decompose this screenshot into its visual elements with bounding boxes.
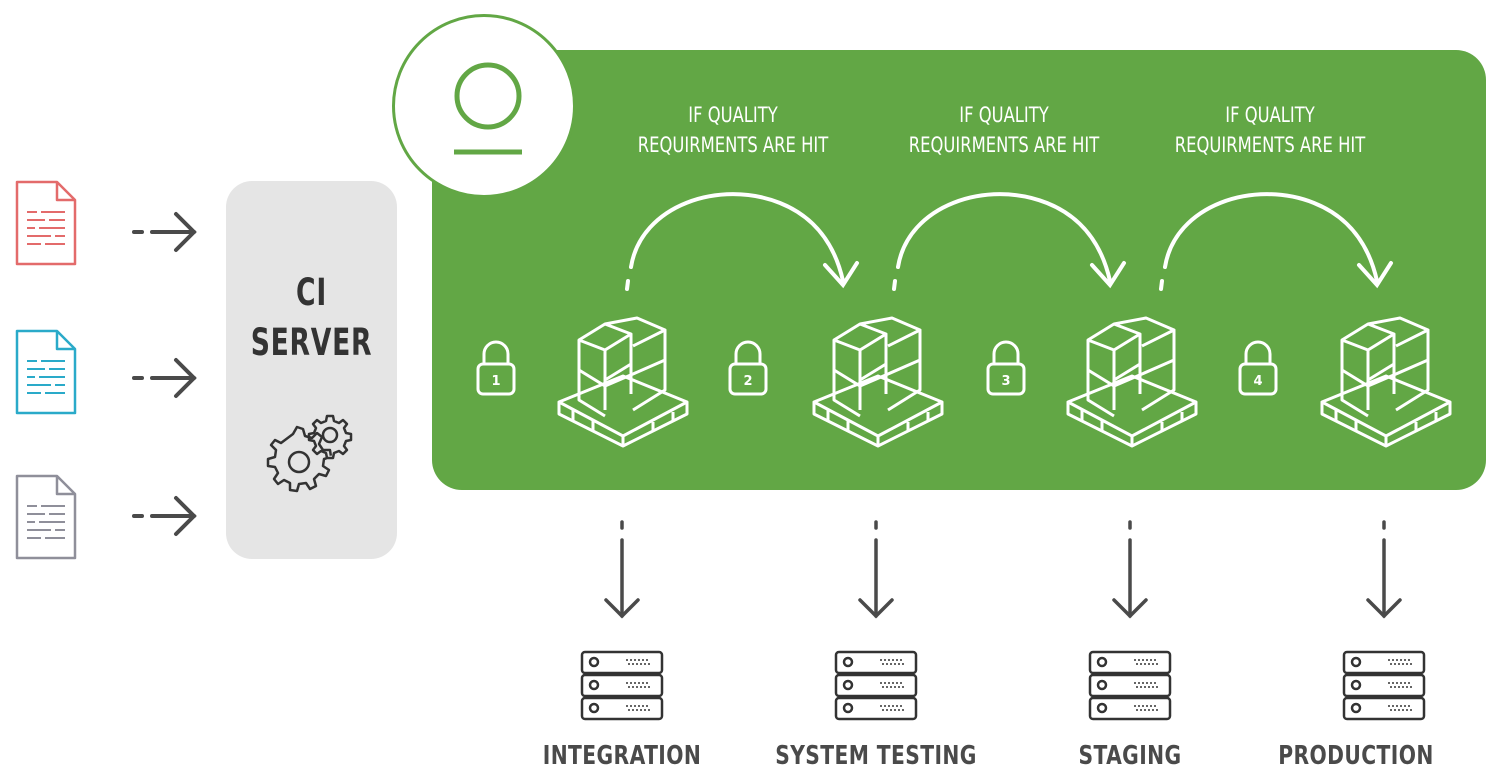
package-pallet-icon-3 — [1066, 316, 1198, 448]
quality-gate-label-2-line1: IF QUALITY — [959, 103, 1049, 127]
deploy-arrow-3 — [1112, 520, 1148, 619]
lock-icon-3: 3 — [986, 340, 1026, 396]
server-icon-system-testing — [834, 650, 918, 721]
file-to-ci-arrow-3 — [132, 496, 197, 536]
source-file-red-icon — [15, 180, 77, 266]
lock-icon-4: 4 — [1238, 340, 1278, 396]
quality-gate-label-1: IF QUALITY REQUIRMENTS ARE HIT — [632, 100, 835, 160]
lock-number-3: 3 — [1001, 374, 1010, 389]
file-to-ci-arrow-1 — [132, 212, 197, 252]
quality-gate-label-2-line2: REQUIRMENTS ARE HIT — [908, 133, 1100, 157]
promotion-arrow-1 — [625, 192, 859, 291]
promotion-arrow-2 — [892, 192, 1126, 291]
lock-icon-1: 1 — [476, 340, 516, 396]
ci-server-title: CI SERVER — [250, 268, 373, 368]
package-pallet-icon-2 — [812, 316, 944, 448]
quality-gate-label-3-line1: IF QUALITY — [1225, 103, 1315, 127]
quality-gate-label-1-line1: IF QUALITY — [688, 103, 778, 127]
lock-icon-2: 2 — [728, 340, 768, 396]
env-label-system-testing: SYSTEM TESTING — [775, 741, 977, 771]
logo-badge — [392, 14, 576, 198]
file-to-ci-arrow-2 — [132, 358, 197, 398]
env-label-integration: INTEGRATION — [542, 741, 702, 771]
server-icon-production — [1342, 650, 1426, 721]
package-pallet-icon-4 — [1320, 316, 1452, 448]
quality-gate-label-2: IF QUALITY REQUIRMENTS ARE HIT — [903, 100, 1106, 160]
deploy-arrow-4 — [1366, 520, 1402, 619]
logo-icon — [454, 62, 522, 155]
package-pallet-icon-1 — [557, 316, 689, 448]
quality-gate-label-1-line2: REQUIRMENTS ARE HIT — [637, 133, 829, 157]
promotion-arrow-3 — [1159, 192, 1393, 291]
env-label-staging: STAGING — [1078, 741, 1182, 771]
source-file-blue-icon — [15, 329, 77, 415]
deployment-pipeline-panel — [432, 50, 1486, 490]
ci-server-box — [226, 181, 397, 559]
lock-number-4: 4 — [1253, 374, 1262, 389]
deploy-arrow-2 — [858, 520, 894, 619]
deploy-arrow-1 — [604, 520, 640, 619]
quality-gate-label-3: IF QUALITY REQUIRMENTS ARE HIT — [1169, 100, 1372, 160]
ci-server-title-line1: CI — [296, 271, 327, 314]
lock-number-1: 1 — [491, 374, 500, 389]
env-label-production: PRODUCTION — [1278, 741, 1434, 771]
quality-gate-label-3-line2: REQUIRMENTS ARE HIT — [1174, 133, 1366, 157]
gears-icon — [266, 414, 353, 493]
server-icon-staging — [1088, 650, 1172, 721]
server-icon-integration — [580, 650, 664, 721]
source-file-gray-icon — [15, 474, 77, 560]
ci-server-title-line2: SERVER — [250, 321, 373, 364]
lock-number-2: 2 — [743, 374, 752, 389]
